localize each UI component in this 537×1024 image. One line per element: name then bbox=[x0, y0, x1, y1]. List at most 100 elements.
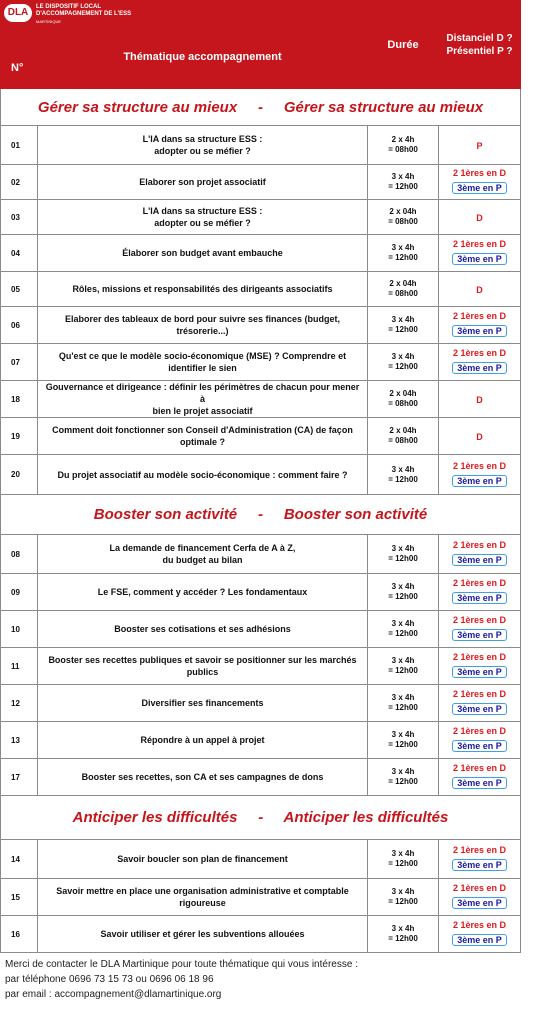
row-number: 15 bbox=[0, 878, 38, 916]
row-theme: Booster ses cotisations et ses adhésions bbox=[37, 610, 368, 648]
section-title: Anticiper les difficultés - Anticiper le… bbox=[0, 795, 521, 840]
row-number: 19 bbox=[0, 417, 38, 455]
duration-sessions: 3 x 4h bbox=[391, 544, 415, 553]
row-number: 11 bbox=[0, 647, 38, 685]
table-header-row: DLA LE DISPOSITIF LOCAL D'ACCOMPAGNEMENT… bbox=[0, 0, 521, 89]
row-theme: Booster ses recettes, son CA et ses camp… bbox=[37, 758, 368, 796]
mode-distanciel: 2 1ères en D bbox=[452, 920, 507, 930]
duration-sessions: 3 x 4h bbox=[391, 243, 415, 252]
duration-total: = 12h00 bbox=[388, 666, 418, 675]
row-theme: Elaborer son projet associatif bbox=[37, 164, 368, 200]
contact-footer: Merci de contacter le DLA Martinique pou… bbox=[5, 957, 358, 1002]
row-number: 18 bbox=[0, 380, 38, 418]
mode-distanciel: 2 1ères en D bbox=[452, 239, 507, 249]
theme-line-2: optimale ? bbox=[179, 437, 225, 447]
theme-line-2: rigoureuse bbox=[179, 898, 226, 908]
theme-line-2: bien le projet associatif bbox=[152, 406, 253, 416]
duration-sessions: 3 x 4h bbox=[391, 887, 415, 896]
duration-total: = 12h00 bbox=[388, 703, 418, 712]
duration-total: = 12h00 bbox=[388, 253, 418, 262]
duration-total: = 12h00 bbox=[388, 182, 418, 191]
mode-presentiel: 3ème en P bbox=[452, 934, 507, 946]
duration-sessions: 3 x 4h bbox=[391, 619, 415, 628]
row-theme: Du projet associatif au modèle socio-éco… bbox=[37, 454, 368, 495]
theme-line-1: Du projet associatif au modèle socio-éco… bbox=[57, 469, 348, 480]
row-number: 08 bbox=[0, 534, 38, 574]
theme-line-1: Gouvernance et dirigeance : définir les … bbox=[45, 382, 360, 404]
row-theme: Comment doit fonctionner son Conseil d'A… bbox=[37, 417, 368, 455]
mode-presentiel: 3ème en P bbox=[452, 592, 507, 604]
theme-line-2: identifier le sien bbox=[168, 363, 237, 373]
duration-sessions: 2 x 04h bbox=[389, 279, 417, 288]
theme-line-1: Savoir mettre en place une organisation … bbox=[56, 886, 349, 896]
theme-line-1: Elaborer des tableaux de bord pour suivr… bbox=[64, 314, 341, 324]
mode-presentiel: 3ème en P bbox=[452, 554, 507, 566]
theme-line-1: Elaborer son projet associatif bbox=[139, 177, 266, 187]
mode-distanciel: 2 1ères en D bbox=[452, 540, 507, 550]
mode-badge: P bbox=[476, 141, 483, 151]
duration-sessions: 3 x 4h bbox=[391, 730, 415, 739]
row-theme: Gouvernance et dirigeance : définir les … bbox=[37, 380, 368, 418]
duration-sessions: 2 x 04h bbox=[389, 389, 417, 398]
duration-sessions: 2 x 4h bbox=[391, 135, 415, 144]
row-mode: D bbox=[438, 380, 521, 418]
row-theme: Le FSE, comment y accéder ? Les fondamen… bbox=[37, 573, 368, 611]
mode-distanciel: 2 1ères en D bbox=[452, 883, 507, 893]
header-num-label: N° bbox=[11, 62, 24, 74]
duration-total: = 12h00 bbox=[388, 934, 418, 943]
logo-text: LE DISPOSITIF LOCAL D'ACCOMPAGNEMENT DE … bbox=[36, 4, 131, 25]
row-duration: 3 x 4h= 12h00 bbox=[367, 610, 439, 648]
row-theme: Élaborer son budget avant embauche bbox=[37, 234, 368, 272]
duration-sessions: 3 x 4h bbox=[391, 849, 415, 858]
row-duration: 2 x 04h= 08h00 bbox=[367, 417, 439, 455]
row-number: 05 bbox=[0, 271, 38, 307]
row-duration: 2 x 04h= 08h00 bbox=[367, 380, 439, 418]
mode-presentiel: 3ème en P bbox=[452, 629, 507, 641]
row-mode: 2 1ères en D 3ème en P bbox=[438, 534, 521, 574]
duration-sessions: 3 x 4h bbox=[391, 464, 415, 474]
duration-total: = 12h00 bbox=[388, 859, 418, 868]
mode-distanciel: 2 1ères en D bbox=[452, 578, 507, 588]
row-duration: 3 x 4h= 12h00 bbox=[367, 234, 439, 272]
logo-badge: DLA bbox=[4, 4, 32, 22]
mode-badge: D bbox=[476, 213, 483, 223]
duration-sessions: 3 x 4h bbox=[391, 582, 415, 591]
duration-total: = 08h00 bbox=[388, 289, 418, 298]
logo-line-3: MARTINIQUE bbox=[36, 19, 62, 24]
theme-line-1: Le FSE, comment y accéder ? Les fondamen… bbox=[97, 587, 308, 597]
table-row: 11 Booster ses recettes publiques et savo… bbox=[0, 647, 521, 685]
mode-presentiel: 3ème en P bbox=[452, 703, 507, 715]
dla-logo: DLA LE DISPOSITIF LOCAL D'ACCOMPAGNEMENT… bbox=[4, 4, 144, 25]
row-duration: 3 x 4h= 12h00 bbox=[367, 343, 439, 381]
theme-line-2: adopter ou se méfier ? bbox=[154, 218, 251, 228]
row-duration: 2 x 04h= 08h00 bbox=[367, 199, 439, 235]
row-number: 04 bbox=[0, 234, 38, 272]
row-theme: Rôles, missions et responsabilités des d… bbox=[37, 271, 368, 307]
header-num-cell: DLA LE DISPOSITIF LOCAL D'ACCOMPAGNEMENT… bbox=[0, 0, 131, 89]
duration-total: = 08h00 bbox=[388, 399, 418, 408]
duration-sessions: 3 x 4h bbox=[391, 767, 415, 776]
row-number: 09 bbox=[0, 573, 38, 611]
row-number: 03 bbox=[0, 199, 38, 235]
row-number: 01 bbox=[0, 125, 38, 165]
row-theme: Savoir boucler son plan de financement bbox=[37, 839, 368, 879]
theme-line-1: Répondre à un appel à projet bbox=[140, 735, 265, 745]
row-theme: L'IA dans sa structure ESS :adopter ou s… bbox=[37, 125, 368, 165]
row-duration: 3 x 4h= 12h00 bbox=[367, 915, 439, 953]
theme-line-1: L'IA dans sa structure ESS : bbox=[142, 206, 263, 216]
row-number: 16 bbox=[0, 915, 38, 953]
theme-line-1: Élaborer son budget avant embauche bbox=[122, 248, 283, 258]
theme-line-1: Booster ses recettes publiques et savoir… bbox=[48, 655, 357, 665]
header-mode-line-2: Présentiel P ? bbox=[446, 45, 513, 57]
duration-sessions: 2 x 04h bbox=[389, 207, 417, 216]
